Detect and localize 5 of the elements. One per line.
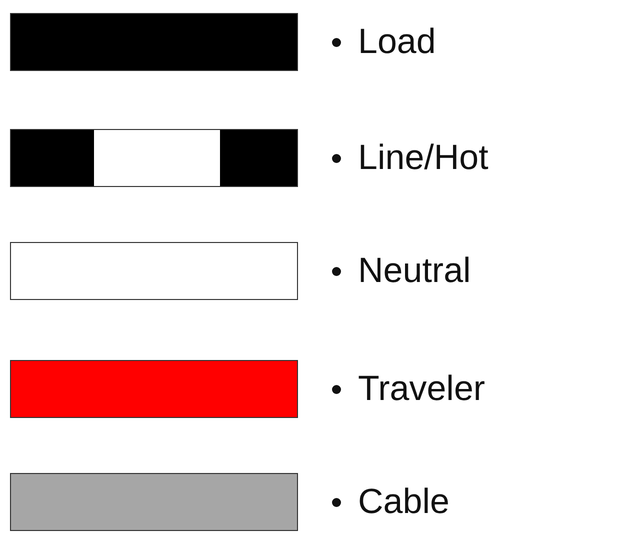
legend-label: Traveler	[358, 369, 486, 409]
legend-label: Line/Hot	[358, 138, 488, 178]
legend-label: Neutral	[358, 251, 471, 291]
legend-label: Load	[358, 22, 436, 62]
legend-label: Cable	[358, 482, 450, 522]
